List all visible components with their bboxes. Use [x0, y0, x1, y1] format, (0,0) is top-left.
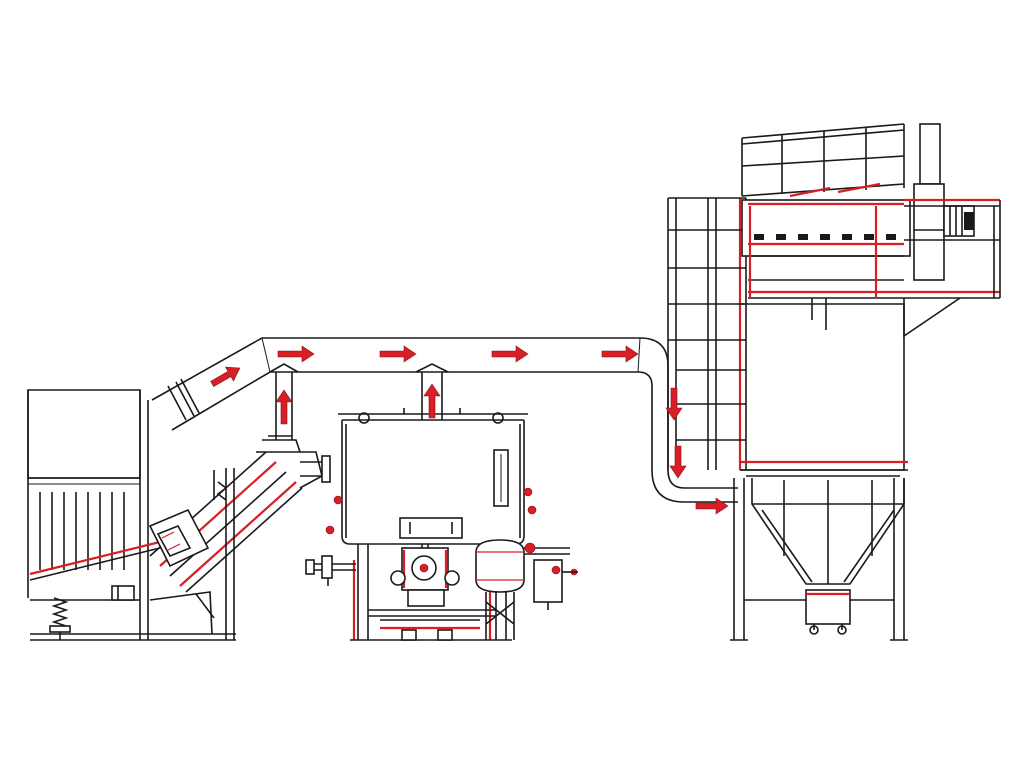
- vibrating-screen: [27, 389, 236, 641]
- gearbox-icon: [390, 544, 460, 607]
- valve-icon: [325, 487, 537, 535]
- drive-unit: [148, 508, 210, 568]
- flow-arrow-icon: [275, 389, 293, 425]
- access-tower: [667, 197, 747, 470]
- flow-arrow-icon: [423, 383, 441, 419]
- access-hatch: [399, 517, 463, 539]
- fan-motor-icon: [943, 205, 975, 237]
- inclined-conveyor: [148, 435, 331, 640]
- flow-arrow-icon: [277, 345, 315, 363]
- flow-arrow-icon: [379, 345, 417, 363]
- filter-bag-heads: [754, 234, 896, 240]
- pipework-left: [305, 555, 356, 586]
- flow-arrow-icon: [669, 445, 687, 479]
- flow-arrow-icon: [491, 345, 529, 363]
- flow-arrows: [210, 345, 729, 515]
- screen-slats: [39, 492, 125, 570]
- flow-arrow-icon: [210, 366, 241, 388]
- mixer-tank: [305, 408, 578, 641]
- roof-railing: [741, 123, 905, 198]
- flow-arrow-icon: [695, 497, 729, 515]
- collector-hopper: [751, 478, 905, 635]
- flow-arrow-icon: [665, 387, 683, 421]
- pressure-vessel-icon: [475, 539, 525, 640]
- exhaust-stack: [919, 123, 941, 185]
- pipework-right: [524, 542, 578, 610]
- flow-arrow-icon: [601, 345, 639, 363]
- baghouse-filter: [667, 123, 1001, 641]
- motor-icon: [111, 585, 135, 601]
